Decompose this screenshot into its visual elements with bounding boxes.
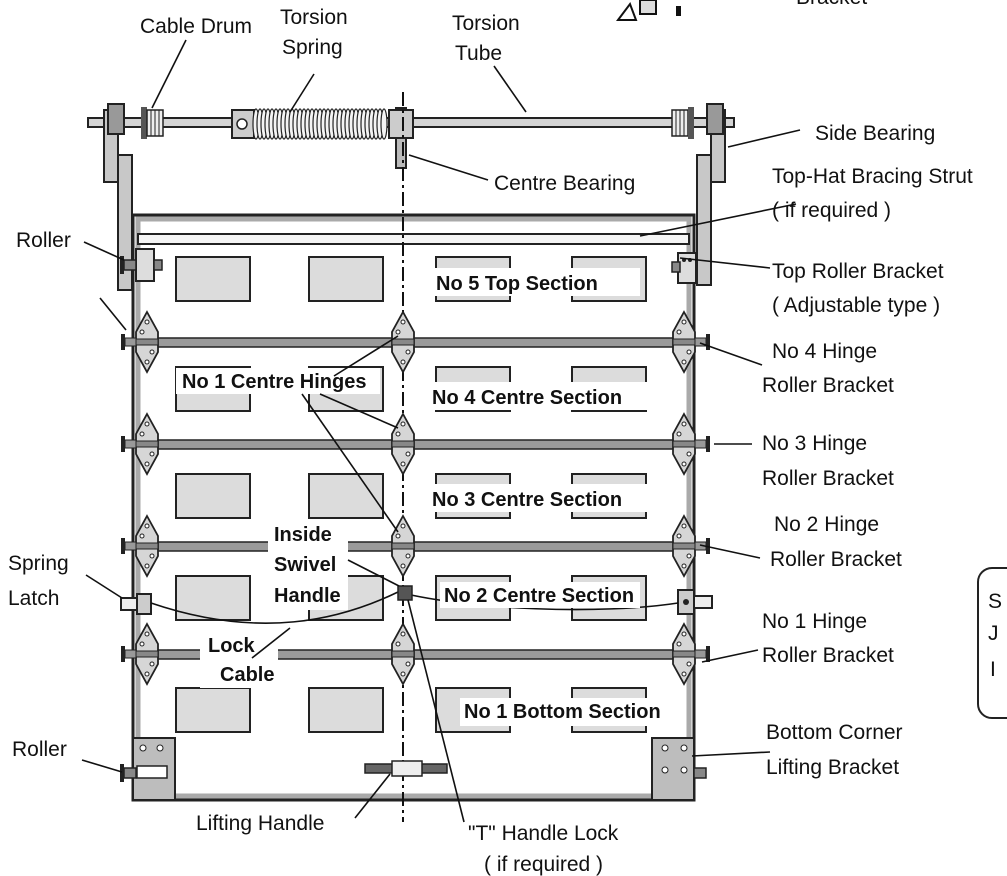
- section-label-no1: No 1 Bottom Section: [464, 701, 661, 723]
- no2-hinge-label-2: Roller Bracket: [770, 548, 902, 571]
- hinge-left: [121, 622, 159, 686]
- spring-latch-label-2: Latch: [8, 587, 59, 610]
- inner-labels: No 1 Centre Hinges Inside Swivel Handle …: [176, 368, 380, 688]
- top-hat-strut-label-2: ( if required ): [772, 199, 891, 222]
- cable-drum-label: Cable Drum: [140, 15, 252, 38]
- top-roller-bracket-left: [120, 248, 163, 282]
- hinge-right: [672, 622, 710, 686]
- spring-latch-label-1: Spring: [8, 552, 69, 575]
- bottom-corner-label-2: Lifting Bracket: [766, 756, 899, 779]
- torsion-spring-label-1: Torsion: [280, 6, 348, 29]
- side-note-box: S J I: [977, 567, 1007, 719]
- lock-label-2: Cable: [220, 664, 274, 686]
- hinge-right: [672, 514, 710, 578]
- lock-label-1: Lock: [208, 635, 256, 657]
- hinges: [121, 310, 710, 686]
- bottom-corner-bracket-right: [651, 737, 707, 801]
- top-roller-bracket-label-2: ( Adjustable type ): [772, 294, 940, 317]
- centre-bearing-label: Centre Bearing: [494, 172, 635, 195]
- no4-hinge-label-2: Roller Bracket: [762, 374, 894, 397]
- no2-hinge-label-1: No 2 Hinge: [774, 513, 879, 536]
- torsion-tube-label-1: Torsion: [452, 12, 520, 35]
- inside-label-1: Inside: [274, 524, 332, 546]
- no4-hinge-label-1: No 4 Hinge: [772, 340, 877, 363]
- leader-lines: [81, 39, 801, 823]
- top-inset-partial: Bracket: [616, 0, 867, 21]
- window: [308, 687, 384, 733]
- section-labels: No 5 Top Section No 4 Centre Section No …: [426, 268, 672, 726]
- roller-bottom-label: Roller: [12, 738, 67, 761]
- side-note-line1: S: [988, 590, 1002, 613]
- side-bearing-right: [706, 103, 726, 183]
- inside-swivel-handle: [397, 585, 413, 601]
- no1-hinge-label-2: Roller Bracket: [762, 644, 894, 667]
- no3-hinge-label-2: Roller Bracket: [762, 467, 894, 490]
- section-label-no2: No 2 Centre Section: [444, 585, 634, 607]
- lifting-handle-label: Lifting Handle: [196, 812, 324, 835]
- cable-drum-right: [671, 107, 694, 139]
- hinge-centre: [391, 622, 415, 686]
- torsion-spring-label-2: Spring: [282, 36, 343, 59]
- section-label-no4: No 4 Centre Section: [432, 387, 622, 409]
- top-hat-strut: [137, 233, 690, 245]
- window: [175, 575, 251, 621]
- hinge-centre: [391, 310, 415, 374]
- hinge-left: [121, 310, 159, 374]
- hinge-centre: [391, 412, 415, 476]
- outer-labels: Cable Drum Torsion Spring Torsion Tube S…: [8, 6, 973, 876]
- window: [308, 473, 384, 519]
- spring-latch-left: [120, 593, 152, 615]
- bottom-corner-bracket-left: [120, 737, 176, 801]
- window: [175, 473, 251, 519]
- cable-drum-left: [141, 107, 164, 139]
- side-note-line2: J: [988, 622, 999, 645]
- torsion-tube-label-2: Tube: [455, 42, 502, 65]
- section-label-no3: No 3 Centre Section: [432, 489, 622, 511]
- window: [308, 256, 384, 302]
- window: [175, 256, 251, 302]
- hinge-left: [121, 514, 159, 578]
- roller-top-label: Roller: [16, 229, 71, 252]
- section-label-no5: No 5 Top Section: [436, 273, 598, 295]
- top-hat-strut-label-1: Top-Hat Bracing Strut: [772, 165, 973, 188]
- torsion-spring: [231, 108, 388, 140]
- top-roller-bracket-label-1: Top Roller Bracket: [772, 260, 944, 283]
- hinge-right: [672, 310, 710, 374]
- no3-hinge-label-1: No 3 Hinge: [762, 432, 867, 455]
- bottom-corner-label-1: Bottom Corner: [766, 721, 903, 744]
- vertical-track-right: [696, 154, 712, 286]
- side-bearing-left: [103, 103, 125, 183]
- t-handle-label-1: "T" Handle Lock: [468, 822, 619, 845]
- spring-latch-right: [677, 589, 713, 615]
- centre-bearing: [388, 107, 414, 169]
- inside-label-3: Handle: [274, 585, 341, 607]
- lifting-handle: [364, 760, 448, 777]
- bracket-label-partial: Bracket: [796, 0, 867, 9]
- hinge-right: [672, 412, 710, 476]
- side-note-line3: I: [990, 658, 996, 681]
- side-bearing-label: Side Bearing: [815, 122, 935, 145]
- no1-hinge-label-1: No 1 Hinge: [762, 610, 867, 633]
- centre-hinges-label: No 1 Centre Hinges: [182, 371, 366, 393]
- inside-label-2: Swivel: [274, 554, 336, 576]
- hinge-left: [121, 412, 159, 476]
- t-handle-label-2: ( if required ): [484, 853, 603, 876]
- window: [175, 687, 251, 733]
